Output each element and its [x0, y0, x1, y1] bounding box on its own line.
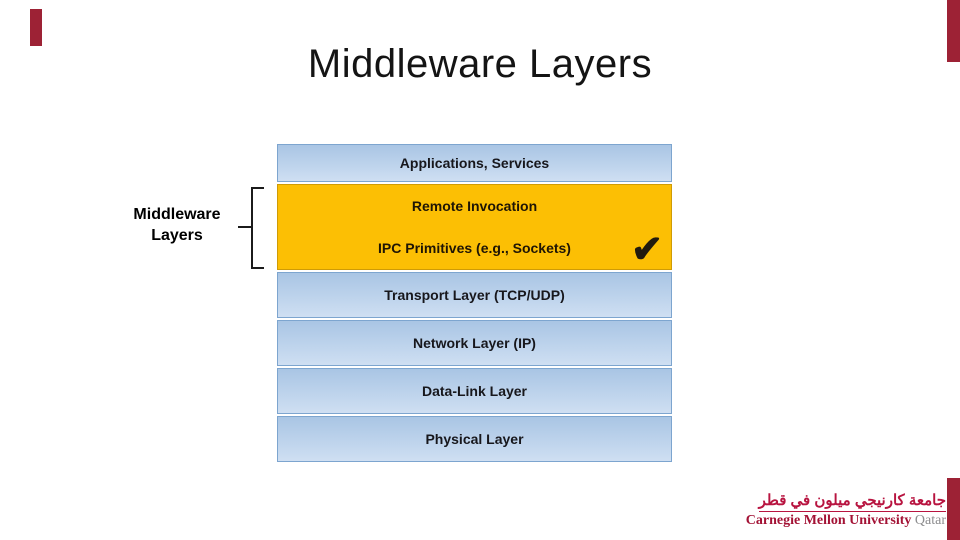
layer-label: Remote Invocation — [411, 198, 538, 214]
layer-data-link: Data-Link Layer — [277, 368, 672, 414]
layer-transport: Transport Layer (TCP/UDP) — [277, 272, 672, 318]
cmu-logo-wordmark: Carnegie Mellon University — [745, 513, 912, 528]
layer-physical: Physical Layer — [277, 416, 672, 462]
accent-bar-bottom-right — [947, 478, 960, 540]
checkmark-icon: ✔ — [631, 229, 663, 271]
layer-ipc-primitives: IPC Primitives (e.g., Sockets) — [278, 227, 671, 269]
accent-bar-top-right — [947, 0, 960, 62]
protocol-stack: Applications, Services Remote Invocation… — [277, 144, 672, 462]
bracket-vertical-line — [251, 187, 253, 269]
cmu-qatar-logo-english: Carnegie Mellon University Qatar — [746, 513, 946, 529]
slide-title: Middleware Layers — [307, 42, 653, 86]
cmu-logo-qatar: Qatar — [914, 513, 946, 528]
layer-label: Transport Layer (TCP/UDP) — [384, 287, 565, 303]
middleware-layers-label-line2: Layers — [151, 227, 203, 244]
layer-label: IPC Primitives (e.g., Sockets) — [378, 240, 571, 256]
bracket-middle-arm — [238, 226, 251, 228]
middleware-layers-label-line1: Middleware — [133, 206, 221, 223]
cmu-qatar-logo-arabic: جامعة كارنيجي ميلون في قطر — [758, 492, 946, 512]
layer-remote-invocation: Remote Invocation — [278, 185, 671, 227]
layer-label: Applications, Services — [399, 155, 550, 171]
bracket-bottom-arm — [251, 267, 264, 269]
layer-label: Physical Layer — [425, 431, 524, 447]
layer-network: Network Layer (IP) — [277, 320, 672, 366]
layer-label: Network Layer (IP) — [413, 335, 536, 351]
middleware-layers-label: Middleware Layers — [116, 204, 238, 246]
cmu-qatar-logo: جامعة كارنيجي ميلون في قطر Carnegie Mell… — [746, 492, 946, 529]
bracket-top-arm — [251, 187, 264, 189]
accent-bar-top-left — [30, 9, 42, 46]
layer-applications-services: Applications, Services — [277, 144, 672, 182]
layer-label: Data-Link Layer — [421, 383, 528, 399]
middleware-layers-group: Remote Invocation IPC Primitives (e.g., … — [277, 184, 672, 270]
